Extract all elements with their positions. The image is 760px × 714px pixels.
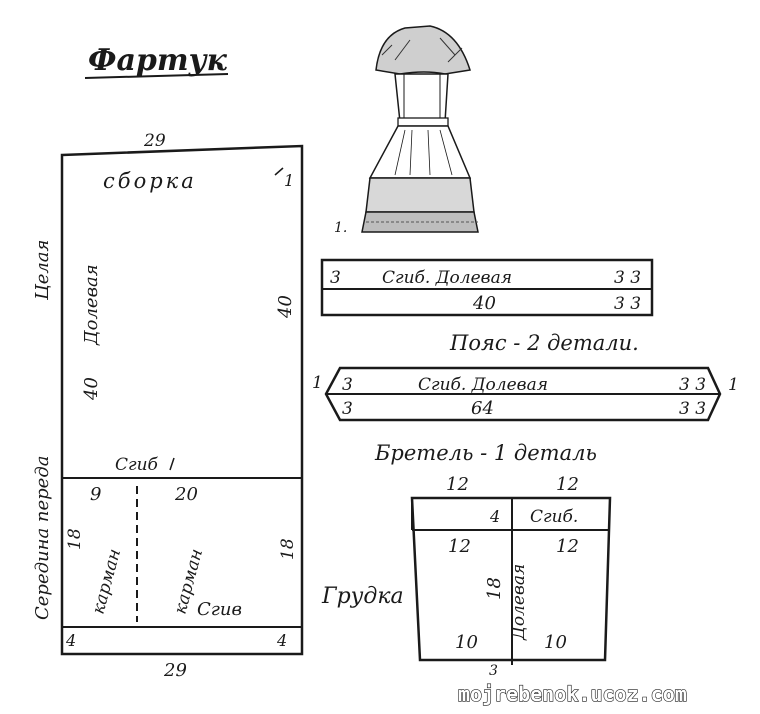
strap-length: 64 bbox=[471, 398, 494, 419]
pocket-height-right: 18 bbox=[278, 538, 298, 560]
apron-side-40: 40 bbox=[81, 377, 102, 401]
strap-caption: Бретель - 1 деталь bbox=[374, 441, 597, 465]
pocket-height-left: 18 bbox=[65, 528, 85, 550]
apron-fold-label: Сгиб bbox=[115, 455, 159, 475]
apron-side-whole: Целая bbox=[32, 240, 53, 301]
bib-caption: Грудка bbox=[321, 584, 404, 609]
pocket-width-left: 9 bbox=[90, 484, 101, 505]
bib-mid-left: 12 bbox=[448, 536, 471, 557]
apron-center-front: Середина переда bbox=[32, 456, 53, 620]
belt-right-mark-bottom: 3 3 bbox=[614, 294, 641, 314]
apron-bottom-width: 29 bbox=[163, 660, 187, 681]
belt-length: 40 bbox=[472, 293, 496, 314]
belt-left-mark: 3 bbox=[330, 268, 341, 288]
strap-pattern bbox=[324, 366, 722, 422]
bib-bottom-mark: 3 bbox=[489, 663, 498, 679]
apron-top-width: 29 bbox=[143, 131, 166, 151]
apron-fold-tick bbox=[169, 457, 175, 471]
pocket-width-right: 20 bbox=[174, 484, 198, 505]
belt-pattern bbox=[320, 258, 654, 317]
bib-grain-label: Долевая bbox=[509, 564, 529, 641]
pocket-fold-label: Сгив bbox=[197, 599, 242, 620]
pocket-label-1: карман bbox=[89, 547, 126, 617]
hem-left: 4 bbox=[65, 631, 76, 650]
bib-bottom-right: 10 bbox=[544, 632, 567, 653]
bib-pattern bbox=[410, 496, 612, 665]
apron-pattern bbox=[60, 144, 304, 656]
bib-height: 18 bbox=[484, 577, 505, 600]
bib-strip: 4 bbox=[489, 507, 500, 526]
watermark: mojrebenok.ucoz.com bbox=[458, 682, 687, 706]
belt-caption: Пояс - 2 детали. bbox=[449, 331, 639, 355]
hem-right: 4 bbox=[276, 631, 287, 650]
belt-right-mark-top: 3 3 bbox=[614, 268, 641, 288]
bib-bottom-left: 10 bbox=[455, 632, 478, 653]
bib-top-right: 12 bbox=[556, 474, 579, 495]
apron-gather-label: сборка bbox=[103, 169, 197, 193]
bib-fold-label: Сгиб. bbox=[530, 507, 578, 527]
bib-mid-right: 12 bbox=[556, 536, 579, 557]
strap-right-mark-bottom: 3 3 bbox=[679, 399, 706, 419]
belt-fold-label: Сгиб. Долевая bbox=[382, 268, 512, 288]
figure-label: 1. bbox=[334, 220, 347, 236]
apron-grain-label: Долевая bbox=[81, 264, 102, 346]
title-underline bbox=[84, 73, 229, 79]
bib-top-left: 12 bbox=[446, 474, 469, 495]
apron-height: 40 bbox=[275, 295, 296, 319]
strap-right-tip: 1 bbox=[728, 375, 739, 395]
page-title: Фартук bbox=[88, 43, 228, 78]
strap-left-mark-2: 3 bbox=[342, 399, 353, 419]
apron-top-tick: 1 bbox=[284, 171, 294, 190]
strap-left-tip: 1 bbox=[312, 373, 323, 393]
strap-fold-label: Сгиб. Долевая bbox=[418, 375, 548, 395]
strap-left-mark: 3 bbox=[342, 375, 353, 395]
dress-illustration bbox=[361, 25, 479, 233]
strap-right-mark-top: 3 3 bbox=[679, 375, 706, 395]
